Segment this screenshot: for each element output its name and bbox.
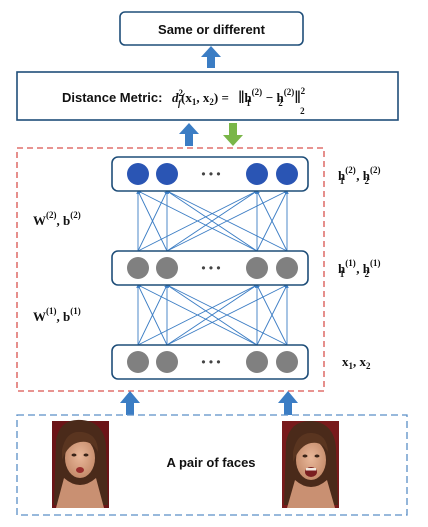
neuron-top-4 — [276, 163, 298, 185]
neuron-top-1 — [127, 163, 149, 185]
faces-label: A pair of faces — [166, 455, 255, 470]
connection-edge — [166, 284, 288, 346]
connection-edge — [256, 284, 288, 346]
neuron-middle-1 — [127, 257, 149, 279]
connection-edge — [166, 284, 258, 346]
faces-boundary — [16, 414, 408, 516]
layer-top-ellipsis: • • • — [201, 167, 220, 181]
connection-edge — [256, 190, 288, 252]
layer-middle-label: h(1)1, h(1)2 — [338, 258, 380, 279]
layer-input-ellipsis: • • • — [201, 355, 220, 369]
neuron-input-2 — [156, 351, 178, 373]
connection-edge — [166, 190, 258, 252]
neuron-top-2 — [156, 163, 178, 185]
output-label: Same or different — [158, 22, 266, 37]
neuron-top-3 — [246, 163, 268, 185]
layer-top-label: h(2)1, h(2)2 — [338, 165, 380, 186]
weights-layer2-label: W(2), b(2) — [33, 210, 81, 228]
neuron-middle-4 — [276, 257, 298, 279]
connection-edge — [137, 284, 258, 346]
layer-middle-ellipsis: • • • — [201, 261, 220, 275]
distance-metric-box — [16, 71, 399, 121]
face-image-left — [52, 419, 109, 508]
layer-input-label: x1, x2 — [342, 354, 371, 371]
neuron-input-1 — [127, 351, 149, 373]
face-image-right — [282, 420, 339, 508]
layer-connections — [136, 190, 289, 346]
neuron-middle-2 — [156, 257, 178, 279]
network-boundary — [16, 147, 325, 392]
connection-edge — [137, 284, 168, 346]
connection-edge — [137, 190, 168, 252]
connection-edge — [166, 190, 288, 252]
output-box — [119, 11, 304, 46]
neuron-input-3 — [246, 351, 268, 373]
arrow-face-left-to-input — [120, 391, 140, 415]
arrow-network-to-metric — [179, 123, 199, 146]
layer-nodes — [127, 163, 298, 373]
weights-layer1-label: W(1), b(1) — [33, 306, 81, 324]
arrow-face-right-to-input — [278, 391, 298, 415]
neuron-input-4 — [276, 351, 298, 373]
arrow-metric-to-network-green — [223, 123, 243, 146]
connection-edge — [137, 190, 258, 252]
arrow-metric-to-output — [201, 46, 221, 68]
neuron-middle-3 — [246, 257, 268, 279]
